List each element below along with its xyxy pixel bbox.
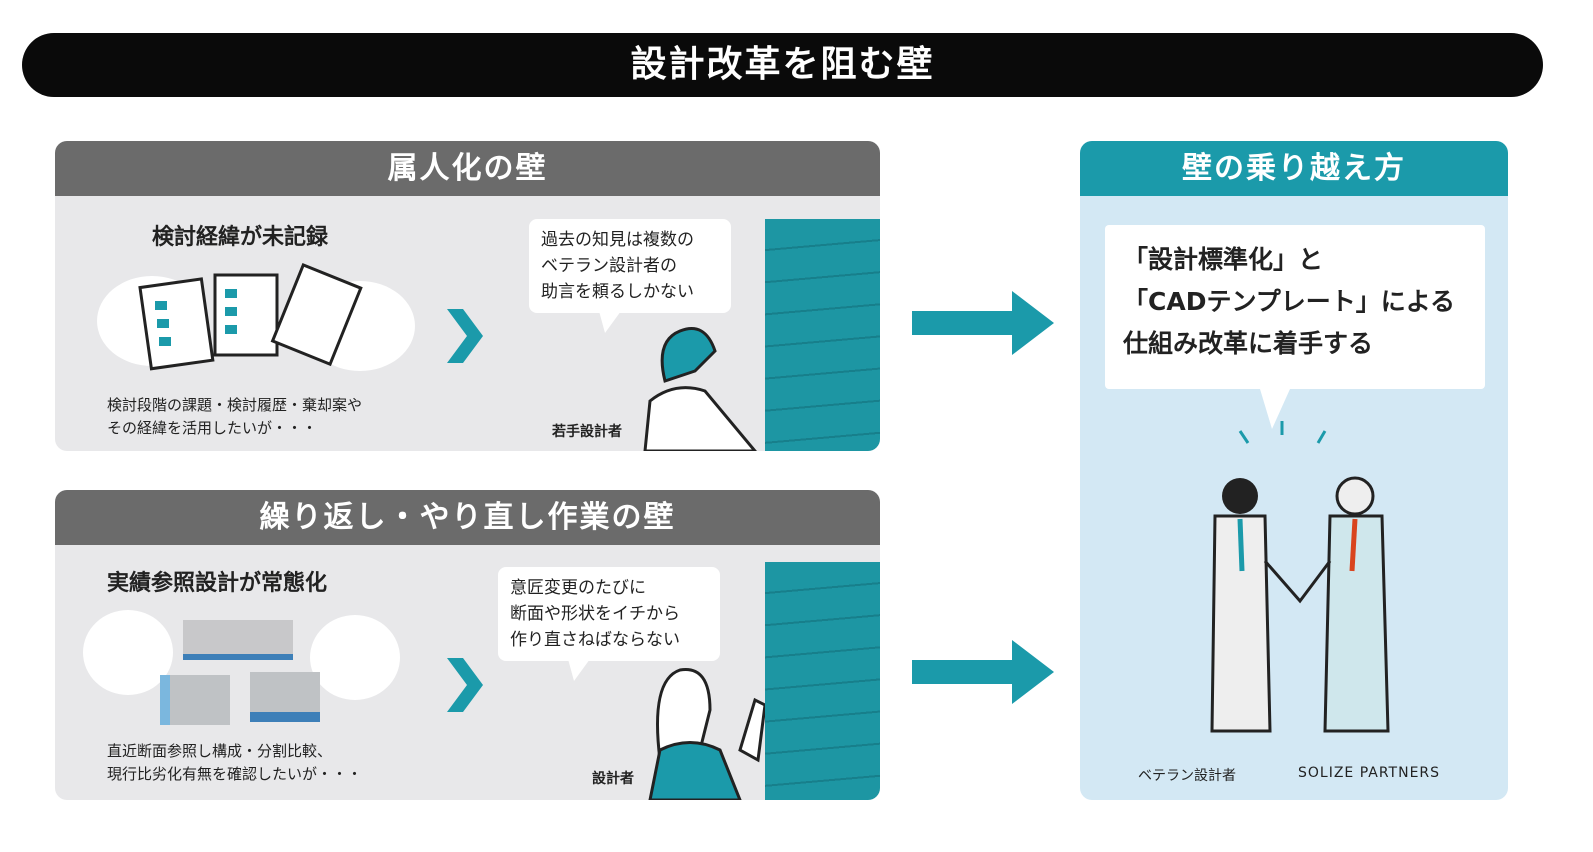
panel-header: 繰り返し・やり直し作業の壁 [55, 490, 880, 545]
panel-description: 直近断面参照し構成・分割比較、 現行比劣化有無を確認したいが・・・ [107, 740, 362, 786]
bubble-tail [1260, 389, 1290, 429]
solution-bubble: 「設計標準化」と 「CADテンプレート」による 仕組み改革に着手する [1105, 225, 1485, 389]
cloud-shape [310, 615, 400, 700]
arrow-right-icon [912, 640, 1054, 704]
wall-illustration [765, 562, 880, 800]
desc-line: 現行比劣化有無を確認したいが・・・ [107, 765, 363, 783]
bubble-line: 作り直さねばならない [510, 630, 680, 650]
chevron-right-icon [447, 309, 483, 363]
desc-line: 検討段階の課題・検討履歴・棄却案や [107, 396, 363, 414]
speech-bubble: 過去の知見は複数の ベテラン設計者の 助言を頼るしかない [529, 219, 731, 333]
desc-line: 直近断面参照し構成・分割比較、 [107, 742, 333, 760]
person-label: ベテラン設計者 [1138, 768, 1236, 784]
panel-subtitle: 検討経緯が未記録 [152, 225, 329, 250]
bubble-line: 助言を頼るしかない [541, 282, 694, 302]
solution-panel: 壁の乗り越え方 「設計標準化」と 「CADテンプレート」による 仕組み改革に着手… [1080, 141, 1508, 800]
arrow-right-icon [912, 291, 1054, 355]
bubble-line: ベテラン設計者の [541, 256, 677, 276]
panel-rework-wall: 繰り返し・やり直し作業の壁 実績参照設計が常態化 直近断面参照し構成・分割比較、… [55, 490, 880, 800]
young-designer-illustration [643, 327, 757, 451]
bubble-line: 「設計標準化」と [1123, 245, 1324, 274]
cloud-shape [83, 610, 173, 695]
wall-illustration [765, 219, 880, 451]
desc-line: その経緯を活用したいが・・・ [107, 419, 318, 437]
documents-icon [138, 262, 363, 371]
panel-header: 壁の乗り越え方 [1080, 141, 1508, 196]
cad-image [183, 620, 293, 660]
chevron-right-icon [447, 658, 483, 712]
role-label: 設計者 [592, 771, 634, 787]
bubble-line: 断面や形状をイチから [510, 604, 680, 624]
role-label: 若手設計者 [552, 424, 622, 440]
bubble-line: 「CADテンプレート」による [1123, 287, 1455, 316]
cad-image [250, 672, 320, 722]
bubble-line: 仕組み改革に着手する [1123, 329, 1374, 358]
bubble-line: 意匠変更のたびに [510, 578, 646, 598]
panel-description: 検討段階の課題・検討履歴・棄却案や その経緯を活用したいが・・・ [107, 394, 362, 440]
cad-image [160, 675, 230, 725]
panel-personalization-wall: 属人化の壁 検討経緯が未記録 検討段階の課題・検討履歴・棄却案や その経緯を活用… [55, 141, 880, 451]
page-title: 設計改革を阻む壁 [22, 33, 1543, 97]
panel-subtitle: 実績参照設計が常態化 [107, 571, 328, 596]
person-label: SOLIZE PARTNERS [1298, 765, 1441, 781]
designer-illustration [648, 668, 767, 800]
speech-bubble: 意匠変更のたびに 断面や形状をイチから 作り直さねばならない [498, 567, 720, 681]
handshake-illustration [1210, 421, 1390, 733]
panel-header: 属人化の壁 [55, 141, 880, 196]
bubble-line: 過去の知見は複数の [541, 230, 694, 250]
